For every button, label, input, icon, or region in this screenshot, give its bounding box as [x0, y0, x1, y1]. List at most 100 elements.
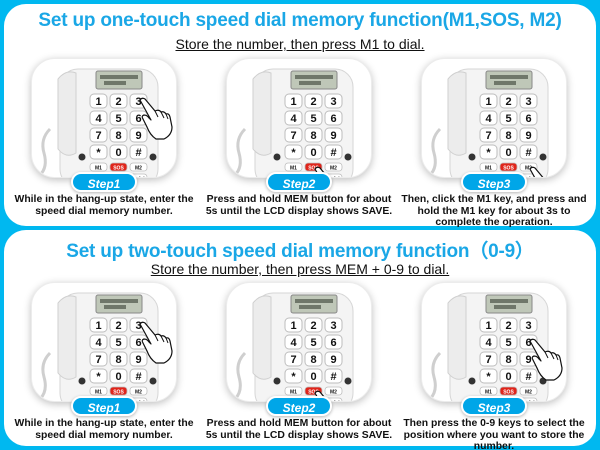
svg-text:2: 2: [310, 96, 316, 108]
svg-text:*: *: [291, 147, 296, 159]
svg-text:SOS: SOS: [113, 166, 124, 172]
memory-key: M1: [284, 162, 303, 172]
svg-text:Redial: Redial: [133, 399, 145, 402]
memory-key: M2: [519, 386, 538, 396]
keypad-key: 2: [304, 317, 323, 333]
svg-text:M2: M2: [135, 166, 142, 172]
svg-text:9: 9: [135, 354, 141, 366]
svg-text:M1: M1: [290, 166, 297, 172]
keypad-key: 3: [324, 317, 343, 333]
keypad-key: 4: [479, 110, 498, 126]
svg-text:*: *: [486, 147, 491, 159]
svg-text:5: 5: [310, 113, 316, 125]
svg-text:1: 1: [485, 320, 491, 332]
svg-text:4: 4: [95, 113, 102, 125]
svg-text:SOS: SOS: [503, 390, 514, 396]
keypad-key: *: [479, 144, 498, 160]
svg-text:5: 5: [310, 337, 316, 349]
svg-text:2: 2: [505, 320, 511, 332]
step-badge: Step2: [266, 172, 332, 192]
svg-text:2: 2: [115, 96, 121, 108]
svg-text:6: 6: [135, 113, 141, 125]
svg-text:0: 0: [115, 147, 121, 159]
lcd-display: [290, 70, 338, 90]
keypad-key: 1: [89, 317, 108, 333]
keypad-key: 7: [89, 351, 108, 367]
memory-key: M1: [89, 162, 108, 172]
keypad-key: #: [129, 144, 148, 160]
keypad-key: 9: [129, 127, 148, 143]
svg-text:4: 4: [95, 337, 102, 349]
step-description: While in the hang-up state, enter the sp…: [14, 418, 194, 441]
svg-text:3: 3: [135, 96, 141, 108]
svg-text:2: 2: [115, 320, 121, 332]
keypad-key: 8: [304, 351, 323, 367]
step-badge: Step1: [71, 172, 137, 192]
keypad-key: 7: [479, 127, 498, 143]
one-touch-panel: Set up one-touch speed dial memory funct…: [4, 4, 596, 228]
svg-text:0: 0: [310, 147, 316, 159]
keypad-key: 9: [324, 127, 343, 143]
svg-text:8: 8: [505, 354, 511, 366]
keypad-key: 8: [499, 127, 518, 143]
pointing-hand-icon: [529, 338, 563, 381]
keypad-key: 4: [284, 334, 303, 350]
keypad-key: 5: [499, 110, 518, 126]
keypad-key: 7: [284, 351, 303, 367]
step-description: Press and hold MEM button for about 5s u…: [205, 194, 393, 217]
svg-text:7: 7: [95, 354, 101, 366]
svg-text:M2: M2: [330, 166, 337, 172]
keypad-key: 9: [324, 351, 343, 367]
svg-text:*: *: [486, 371, 491, 383]
svg-text:#: #: [330, 147, 336, 159]
svg-text:3: 3: [525, 96, 531, 108]
svg-text:M1: M1: [290, 390, 297, 396]
svg-text:6: 6: [330, 337, 336, 349]
keypad-key: *: [284, 144, 303, 160]
svg-text:6: 6: [525, 113, 531, 125]
svg-text:8: 8: [115, 130, 121, 142]
keypad-key: #: [519, 144, 538, 160]
svg-text:7: 7: [95, 130, 101, 142]
keypad-key: 5: [304, 110, 323, 126]
svg-text:7: 7: [290, 354, 296, 366]
keypad-key: 0: [304, 368, 323, 384]
svg-text:2: 2: [505, 96, 511, 108]
keypad-key: 8: [304, 127, 323, 143]
svg-text:7: 7: [290, 130, 296, 142]
keypad-key: 1: [284, 317, 303, 333]
keypad-key: 2: [304, 93, 323, 109]
keypad-key: 0: [109, 144, 128, 160]
svg-text:#: #: [135, 371, 141, 383]
svg-text:*: *: [291, 371, 296, 383]
svg-text:M1: M1: [95, 166, 102, 172]
svg-text:SOS: SOS: [308, 166, 319, 172]
svg-text:*: *: [96, 371, 101, 383]
step-description: Then press the 0-9 keys to select the po…: [403, 418, 585, 450]
keypad-key: #: [324, 144, 343, 160]
svg-text:8: 8: [310, 354, 316, 366]
svg-text:SOS: SOS: [308, 390, 319, 396]
svg-text:1: 1: [290, 96, 296, 108]
pointing-hand-icon: [529, 166, 544, 177]
memory-key: M2: [324, 162, 343, 172]
keypad-key: 4: [284, 110, 303, 126]
svg-text:9: 9: [330, 130, 336, 142]
step-description: While in the hang-up state, enter the sp…: [14, 194, 194, 217]
keypad-key: 0: [499, 144, 518, 160]
svg-text:M2: M2: [525, 166, 532, 172]
keypad-key: 1: [89, 93, 108, 109]
svg-text:#: #: [135, 147, 141, 159]
memory-key: SOS: [109, 162, 128, 172]
step-badge: Step3: [461, 396, 527, 416]
section-title: Set up two-touch speed dial memory funct…: [66, 241, 534, 262]
svg-text:3: 3: [135, 320, 141, 332]
svg-text:6: 6: [135, 337, 141, 349]
memory-key: SOS: [499, 162, 518, 172]
svg-text:9: 9: [525, 130, 531, 142]
